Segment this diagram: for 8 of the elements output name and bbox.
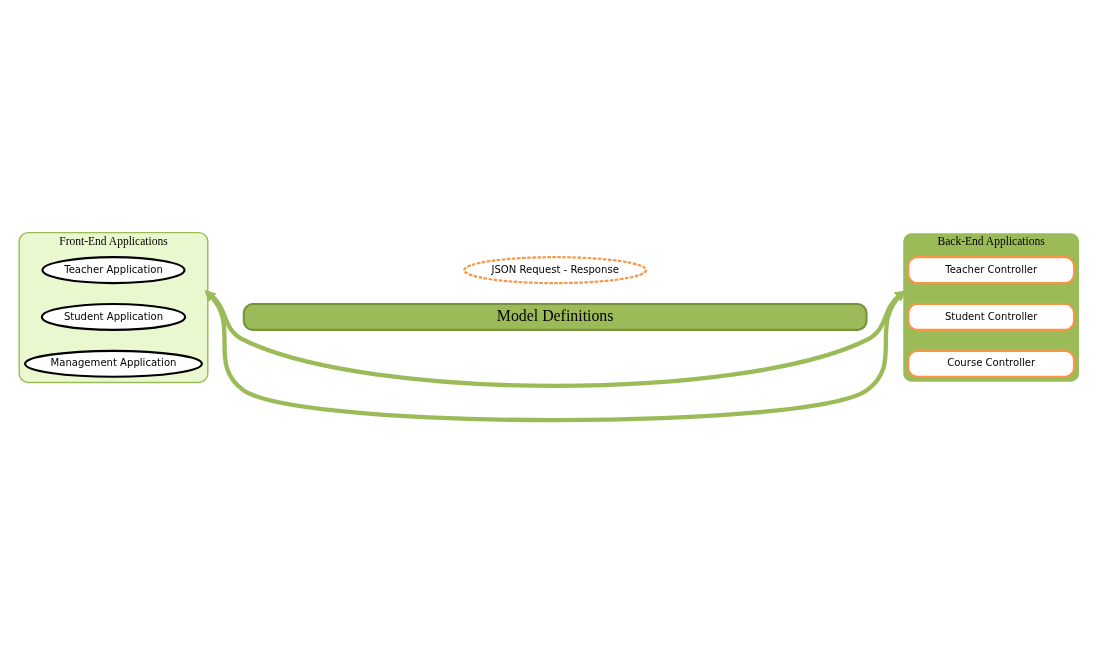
node-ellipse: Management Application: [24, 349, 203, 378]
node-box: Teacher Controller: [907, 255, 1076, 284]
node-ellipse: JSON Request - Response: [463, 255, 648, 284]
node-box: Course Controller: [907, 349, 1076, 378]
node-ellipse: Student Application: [40, 302, 187, 331]
node-box: Student Controller: [907, 302, 1076, 331]
node-ellipse: Teacher Application: [41, 255, 186, 284]
node-box: Model Definitions: [242, 302, 868, 331]
